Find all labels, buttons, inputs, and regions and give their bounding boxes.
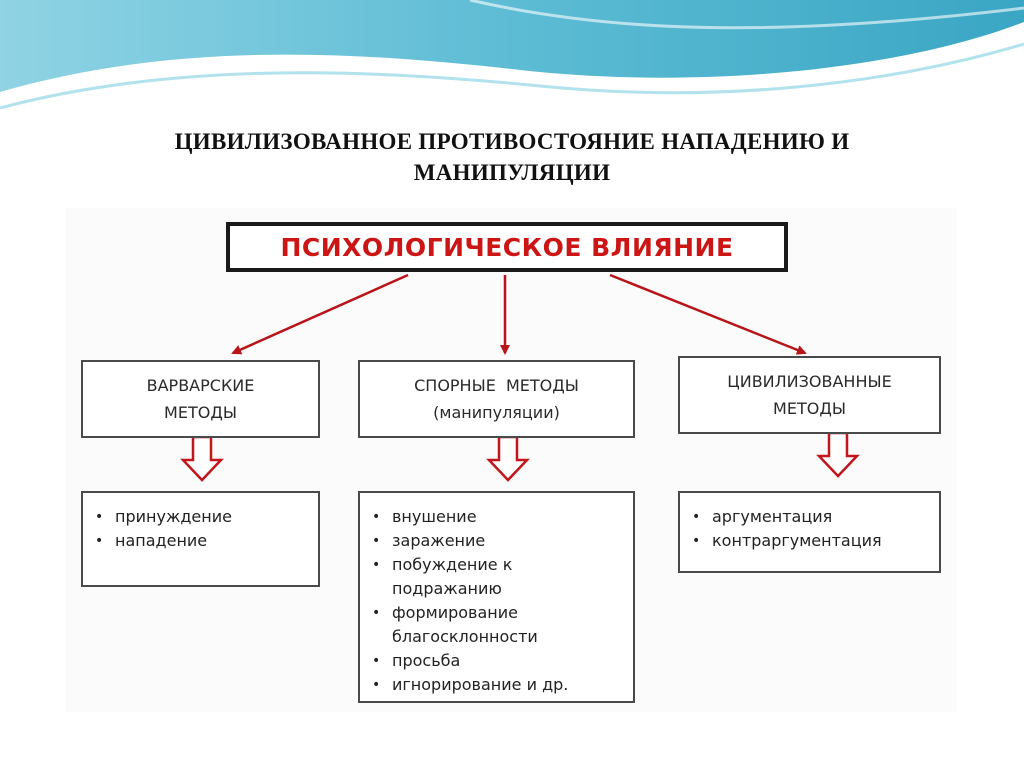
category-label-line-2: (манипуляции) bbox=[433, 403, 560, 422]
category-label-line-1: ЦИВИЛИЗОВАННЫЕ bbox=[727, 372, 892, 391]
list-item: •просьба bbox=[372, 651, 461, 670]
methods-list-barbaric: •принуждение •нападение bbox=[81, 491, 320, 587]
slide-title-line-1: ЦИВИЛИЗОВАННОЕ ПРОТИВОСТОЯНИЕ НАПАДЕНИЮ … bbox=[174, 129, 850, 154]
category-barbaric-methods: ВАРВАРСКИЕ МЕТОДЫ bbox=[81, 360, 320, 438]
down-arrow-civilized bbox=[816, 431, 860, 478]
arrow-to-civilized bbox=[609, 273, 807, 355]
root-node: ПСИХОЛОГИЧЕСКОЕ ВЛИЯНИЕ bbox=[226, 222, 788, 272]
category-label-line-1: ВАРВАРСКИЕ bbox=[146, 376, 255, 395]
slide-title-line-2: МАНИПУЛЯЦИИ bbox=[413, 160, 611, 185]
list-item: •контраргументация bbox=[692, 531, 882, 550]
list-item: •побуждение к bbox=[372, 555, 513, 574]
down-arrow-barbaric bbox=[180, 435, 224, 482]
list-item: •игнорирование и др. bbox=[372, 675, 569, 694]
category-label-line-2: МЕТОДЫ bbox=[773, 399, 846, 418]
arrow-to-barbaric bbox=[231, 273, 409, 355]
category-label-line-2: МЕТОДЫ bbox=[164, 403, 237, 422]
list-item: •принуждение bbox=[95, 507, 232, 526]
methods-list-civilized: •аргументация •контраргументация bbox=[678, 491, 941, 573]
root-node-label: ПСИХОЛОГИЧЕСКОЕ ВЛИЯНИЕ bbox=[280, 232, 734, 262]
list-item: •заражение bbox=[372, 531, 486, 550]
list-item: •аргументация bbox=[692, 507, 833, 526]
list-item-continuation: подражанию bbox=[392, 579, 502, 598]
header-wave-decoration bbox=[0, 0, 1024, 110]
methods-list-disputed: •внушение •заражение •побуждение к подра… bbox=[358, 491, 635, 703]
slide-title: ЦИВИЛИЗОВАННОЕ ПРОТИВОСТОЯНИЕ НАПАДЕНИЮ … bbox=[60, 126, 964, 188]
category-disputed-methods: СПОРНЫЕ МЕТОДЫ (манипуляции) bbox=[358, 360, 635, 438]
category-civilized-methods: ЦИВИЛИЗОВАННЫЕ МЕТОДЫ bbox=[678, 356, 941, 434]
list-item: •внушение bbox=[372, 507, 477, 526]
list-item: •формирование bbox=[372, 603, 518, 622]
list-item-continuation: благосклонности bbox=[392, 627, 538, 646]
down-arrow-disputed bbox=[486, 435, 530, 482]
list-item: •нападение bbox=[95, 531, 208, 550]
category-label-line-1: СПОРНЫЕ МЕТОДЫ bbox=[414, 376, 579, 395]
